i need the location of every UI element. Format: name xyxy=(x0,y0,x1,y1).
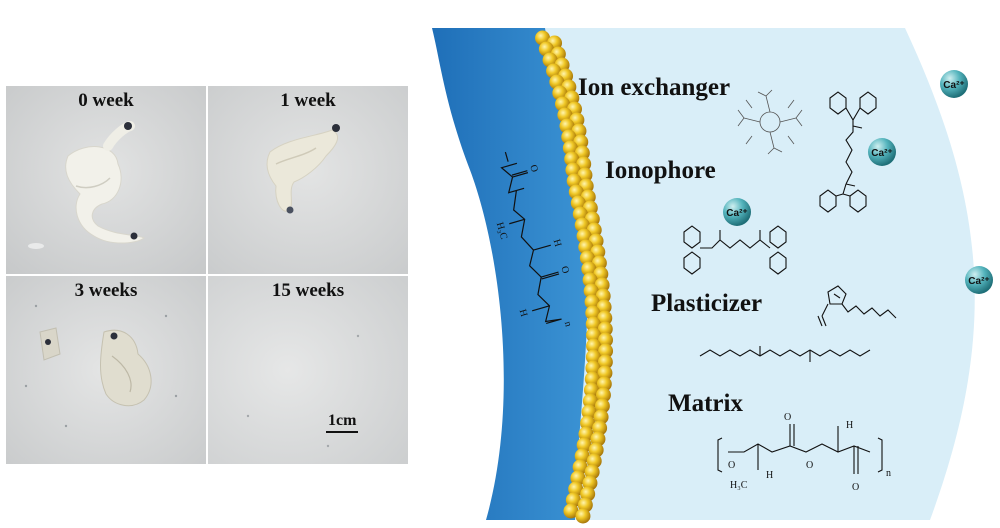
ion-exchanger-structure xyxy=(737,89,803,155)
interface-bead xyxy=(597,365,613,381)
interface-bead xyxy=(590,431,606,447)
plasticizer-structure xyxy=(699,285,897,362)
atom-label: H xyxy=(846,420,853,431)
interface-bead xyxy=(580,415,596,431)
interface-bead xyxy=(598,332,614,348)
interface-bead xyxy=(563,503,579,519)
atom-label: H xyxy=(766,470,773,481)
ion-label: Ca²⁺ xyxy=(968,276,989,287)
atom-label: H₃C xyxy=(494,221,509,241)
interface-bead xyxy=(595,387,611,403)
atom-label: H₃C xyxy=(730,480,748,491)
matrix-structure: O H₃C O O H H O n xyxy=(717,412,891,493)
component-label-plasticizer: Plasticizer xyxy=(651,290,762,317)
interface-bead xyxy=(592,420,608,436)
photo-sample-image xyxy=(208,86,408,274)
photo-label: 1 week xyxy=(280,90,336,111)
interface-bead xyxy=(582,393,598,409)
interface-bead xyxy=(585,349,601,365)
interface-bead xyxy=(583,283,599,299)
calcium-ion: Ca²⁺ xyxy=(965,266,993,294)
interface-bead xyxy=(578,239,594,255)
membrane-phase xyxy=(545,28,975,520)
component-label-ionophore: Ionophore xyxy=(605,157,716,184)
photo-panel-0-week: 0 week xyxy=(6,86,206,274)
photo-label: 0 week xyxy=(78,90,134,111)
component-label-matrix: Matrix xyxy=(668,390,743,417)
photo-panel-3-weeks: 3 weeks xyxy=(6,276,206,464)
interface-bead xyxy=(564,151,580,167)
interface-bead xyxy=(585,316,601,332)
interface-bead-layer xyxy=(535,30,614,524)
atom-label: O xyxy=(784,412,791,423)
pla-chain-structure: H₃C H O H O n xyxy=(494,151,574,328)
photo-label: 15 weeks xyxy=(271,280,345,301)
interface-bead xyxy=(597,321,613,337)
interface-bead xyxy=(559,118,575,134)
scale-bar: 1cm xyxy=(326,412,359,433)
interface-bead xyxy=(586,327,602,343)
ion-label: Ca²⁺ xyxy=(871,148,892,159)
interface-bead xyxy=(579,250,595,266)
interface-bead xyxy=(596,376,612,392)
atom-label: O xyxy=(728,460,735,471)
interface-bead xyxy=(594,277,610,293)
calcium-ion: Ca²⁺ xyxy=(723,198,751,226)
interface-bead xyxy=(581,404,597,420)
interface-bead xyxy=(583,382,599,398)
interface-bead xyxy=(585,360,601,376)
interface-bead xyxy=(562,140,578,156)
degradation-photo-grid: 0 week 1 week xyxy=(6,86,408,464)
calcium-ion: Ca²⁺ xyxy=(868,138,896,166)
interface-bead xyxy=(584,371,600,387)
ionophore-structure-center xyxy=(683,225,787,275)
atom-label: O xyxy=(806,460,813,471)
interface-bead xyxy=(594,398,610,414)
interface-bead xyxy=(576,228,592,244)
atom-label: O xyxy=(852,482,859,493)
interface-bead xyxy=(597,310,613,326)
atom-label: n xyxy=(562,320,574,328)
interface-bead xyxy=(565,162,581,178)
interface-bead xyxy=(597,354,613,370)
calcium-ion: Ca²⁺ xyxy=(940,70,968,98)
photo-panel-15-weeks: 15 weeks xyxy=(208,276,408,464)
photo-panel-1-week: 1 week xyxy=(208,86,408,274)
interface-bead xyxy=(581,261,597,277)
atom-label: H xyxy=(517,308,530,318)
interface-bead xyxy=(598,343,614,359)
interface-bead xyxy=(593,409,609,425)
ion-label: Ca²⁺ xyxy=(726,208,747,219)
interface-bead xyxy=(585,305,601,321)
atom-label: n xyxy=(886,468,891,479)
interface-bead xyxy=(561,129,577,145)
atom-label: H xyxy=(551,238,564,248)
ion-label: Ca²⁺ xyxy=(943,80,964,91)
interface-bead xyxy=(582,272,598,288)
photo-label: 3 weeks xyxy=(74,280,138,301)
photo-sample-image xyxy=(6,86,206,274)
photo-sample-image xyxy=(6,276,206,464)
interface-bead xyxy=(586,338,602,354)
photo-sample-image xyxy=(208,276,408,464)
atom-label: O xyxy=(527,164,540,174)
atom-label: O xyxy=(558,265,571,275)
interface-bead xyxy=(596,299,612,315)
component-label-ion-exchanger: Ion exchanger xyxy=(578,74,730,101)
interface-bead xyxy=(575,508,591,524)
ionophore-structure xyxy=(819,91,877,213)
interface-bead xyxy=(584,294,600,310)
interface-bead xyxy=(595,288,611,304)
interface-bead xyxy=(578,426,594,442)
aqueous-phase xyxy=(432,28,588,520)
